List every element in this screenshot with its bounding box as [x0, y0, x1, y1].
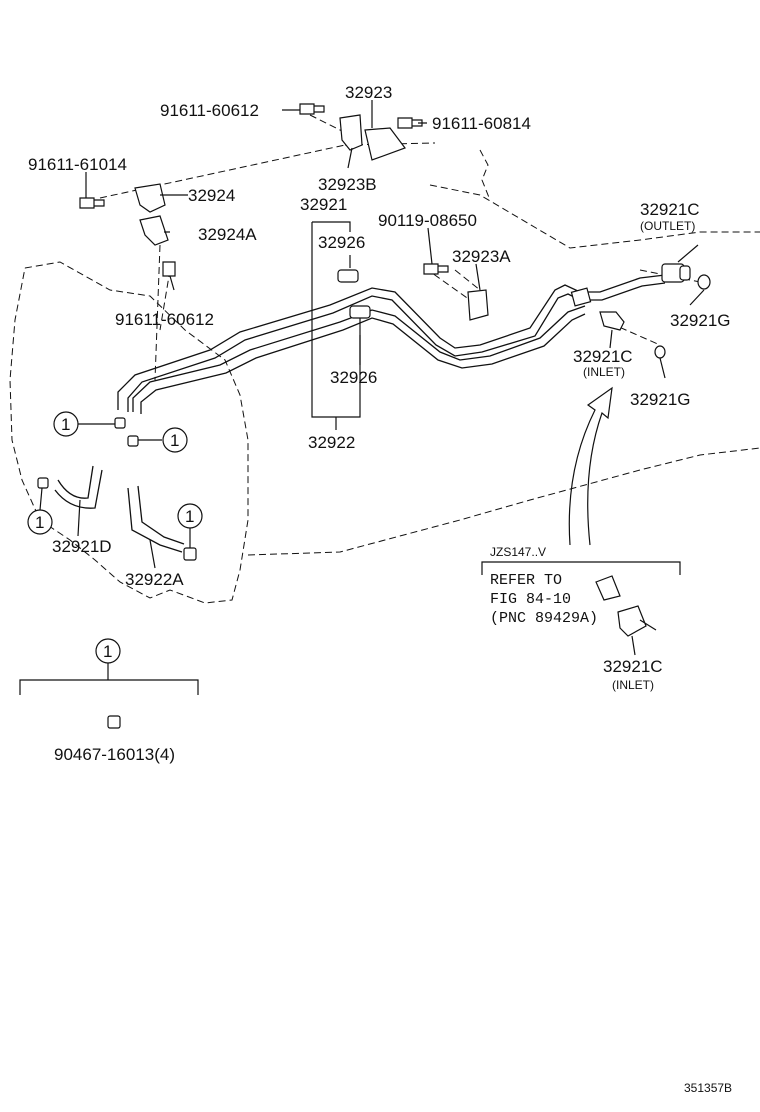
callout-circle-2 — [162, 427, 188, 453]
label-model-code: JZS147..V — [490, 545, 546, 559]
label-32921D: 32921D — [52, 537, 112, 556]
grommet-32926-upper — [337, 269, 359, 283]
callout-num-2: 1 — [170, 431, 179, 450]
callout-circle-4 — [177, 503, 203, 529]
label-32922A: 32922A — [125, 570, 184, 589]
clip-left-upper — [114, 417, 126, 429]
callout-circle-1 — [53, 411, 79, 437]
label-refer-line1: REFER TO — [490, 572, 562, 589]
label-32922: 32922 — [308, 433, 355, 452]
bracket-32923 — [339, 114, 363, 151]
connector-inlet-ref-a — [595, 575, 621, 601]
label-32921C-outlet: 32921C — [640, 200, 700, 219]
callout-circle-3 — [27, 509, 53, 535]
clip-left-mid — [127, 435, 139, 447]
callout-num-legend: 1 — [103, 642, 112, 661]
body-outline-top — [479, 149, 491, 201]
label-32923B: 32923B — [318, 175, 377, 194]
fuel-pipe-lower — [132, 305, 586, 412]
label-32923A: 32923A — [452, 247, 511, 266]
label-91611-61014: 91611-61014 — [28, 155, 127, 174]
fastener-dash-lines — [154, 244, 701, 381]
bracket-32923A — [467, 289, 489, 321]
callout-num-1: 1 — [61, 415, 70, 434]
label-outlet-note: (OUTLET) — [640, 219, 695, 233]
bolt-91611-60612-top — [299, 103, 325, 115]
grommet-32926-lower — [349, 305, 371, 319]
callout-circle-legend — [95, 638, 121, 664]
label-32924: 32924 — [188, 186, 235, 205]
hose-32922A — [127, 485, 185, 553]
refer-box — [481, 561, 681, 575]
label-32921C-inlet2: 32921C — [603, 657, 663, 676]
label-90119-08650: 90119-08650 — [378, 211, 477, 230]
label-refer-line2: FIG 84-10 — [490, 591, 571, 608]
connector-32921C-inlet — [599, 311, 625, 331]
label-32926-top: 32926 — [318, 233, 365, 252]
label-91611-60814: 91611-60814 — [432, 114, 531, 133]
body-outline-floor — [247, 447, 760, 556]
body-outline-rear — [429, 184, 760, 249]
clip-left-low — [37, 477, 49, 489]
label-90467-16013: 90467-16013(4) — [54, 745, 175, 764]
leader-lines — [85, 100, 705, 656]
label-32921G-low: 32921G — [630, 390, 691, 409]
bolt-91611-61014 — [79, 197, 105, 209]
label-inlet-note: (INLET) — [583, 365, 625, 379]
reference-arrow — [568, 386, 613, 546]
label-32926-low: 32926 — [330, 368, 377, 387]
label-91611-60612-top: 91611-60612 — [160, 101, 259, 120]
oring-32921G-right — [697, 274, 711, 290]
pipe-connector-outlet-cap — [679, 265, 691, 281]
bracket-32921-group — [311, 221, 361, 430]
fuel-pipe-lower-inner — [140, 313, 586, 414]
bracket-32923B — [364, 127, 406, 161]
connector-inlet-ref-b — [617, 605, 657, 637]
label-91611-60612-low: 91611-60612 — [115, 310, 214, 329]
bracket-32924A — [139, 215, 169, 246]
label-32921G-right: 32921G — [670, 311, 731, 330]
pipe-connector-right — [570, 287, 592, 307]
diagram-id: 351357B — [684, 1081, 732, 1095]
leaders-callouts — [39, 423, 191, 569]
bolt-91611-60814 — [397, 117, 423, 129]
label-refer-line3: (PNC 89429A) — [490, 610, 598, 627]
label-32924A: 32924A — [198, 225, 257, 244]
clip-spare — [107, 715, 121, 729]
legend-bracket — [19, 662, 199, 695]
callout-num-4: 1 — [185, 507, 194, 526]
hose-32921D — [54, 465, 103, 509]
oring-32921G-low — [654, 345, 666, 359]
label-inlet-note2: (INLET) — [612, 678, 654, 692]
label-32923: 32923 — [345, 83, 392, 102]
bolt-91611-60612-low — [162, 261, 176, 277]
label-32921: 32921 — [300, 195, 347, 214]
label-32921C-inlet: 32921C — [573, 347, 633, 366]
callout-num-3: 1 — [35, 513, 44, 532]
clip-right-low — [183, 547, 197, 561]
bolt-90119-08650 — [423, 263, 449, 275]
body-outline-left — [9, 261, 249, 604]
bracket-32924 — [134, 183, 166, 213]
